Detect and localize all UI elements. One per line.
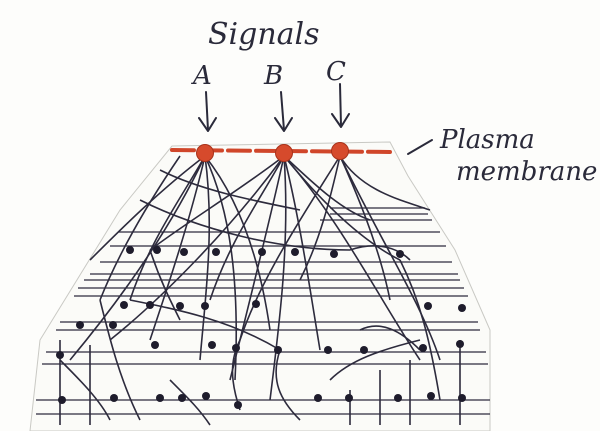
junction-node <box>110 394 118 402</box>
membrane-label: Plasma membrane <box>407 125 597 187</box>
junction-node <box>252 300 260 308</box>
junction-node <box>424 302 432 310</box>
junction-node <box>120 301 128 309</box>
membrane-pointer <box>407 139 433 155</box>
junction-node <box>156 394 164 402</box>
junction-node <box>314 394 322 402</box>
receptor-c <box>331 142 349 160</box>
signal-pathways <box>59 155 461 426</box>
membrane-label-line1: Plasma <box>439 125 535 155</box>
junction-node <box>458 304 466 312</box>
junction-node <box>153 246 161 254</box>
junction-node <box>330 250 338 258</box>
receptor-b <box>275 144 293 162</box>
signal-arrow-c <box>331 83 350 128</box>
junction-node <box>394 394 402 402</box>
signal-label-a: A <box>191 61 212 91</box>
junction-node <box>345 394 353 402</box>
junction-node <box>419 344 427 352</box>
junction-node <box>178 394 186 402</box>
junction-node <box>146 301 154 309</box>
junction-node <box>212 248 220 256</box>
junction-node <box>258 248 266 256</box>
junction-node <box>456 340 464 348</box>
cell-body <box>29 141 491 431</box>
signal-label-c: C <box>326 57 346 87</box>
diagram-title: Signals <box>208 17 320 52</box>
junction-node <box>232 344 240 352</box>
membrane-label-line2: membrane <box>456 157 597 187</box>
junction-node <box>76 321 84 329</box>
junction-node <box>396 250 404 258</box>
junction-node <box>58 396 66 404</box>
junction-node <box>324 346 332 354</box>
junction-node <box>126 246 134 254</box>
junction-node <box>427 392 435 400</box>
junction-node <box>151 341 159 349</box>
receptor-a <box>196 144 214 162</box>
junction-node <box>56 351 64 359</box>
junction-node <box>291 248 299 256</box>
junction-nodes <box>56 246 466 409</box>
signal-arrow-a <box>198 91 217 132</box>
junction-node <box>109 321 117 329</box>
junction-node <box>201 302 209 310</box>
junction-node <box>180 248 188 256</box>
junction-node <box>360 346 368 354</box>
junction-node <box>208 341 216 349</box>
junction-node <box>202 392 210 400</box>
signal-label-b: B <box>263 61 283 91</box>
junction-node <box>274 346 282 354</box>
junction-node <box>234 401 242 409</box>
junction-node <box>176 302 184 310</box>
signal-arrow-b <box>274 91 293 132</box>
junction-node <box>458 394 466 402</box>
